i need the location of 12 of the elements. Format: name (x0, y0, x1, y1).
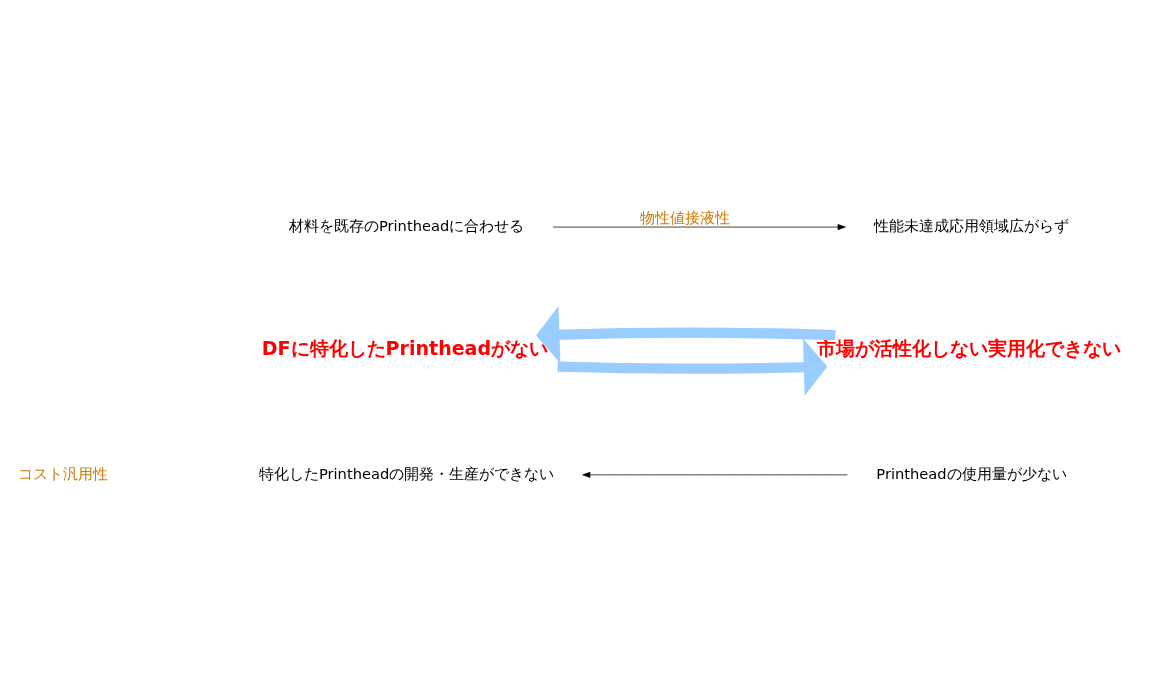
node-text: Printheadの使用量が少ない (876, 464, 1067, 482)
arrow (536, 305, 836, 363)
node-text: 市場が活性化しない実用化できない (817, 336, 1122, 359)
label: コスト汎用性 (18, 464, 109, 482)
node-text: 材料を既存のPrintheadに合わせる (288, 216, 525, 234)
edge-label: 物性値接液性 (640, 208, 731, 226)
arrow (557, 337, 828, 396)
node-text: DFに特化したPrintheadがない (261, 336, 549, 359)
arrow (582, 471, 848, 478)
node-text: 性能未達成応用領域広がらず (873, 216, 1069, 234)
arrow (552, 223, 846, 230)
node-text: 特化したPrintheadの開発・生産ができない (258, 464, 555, 482)
